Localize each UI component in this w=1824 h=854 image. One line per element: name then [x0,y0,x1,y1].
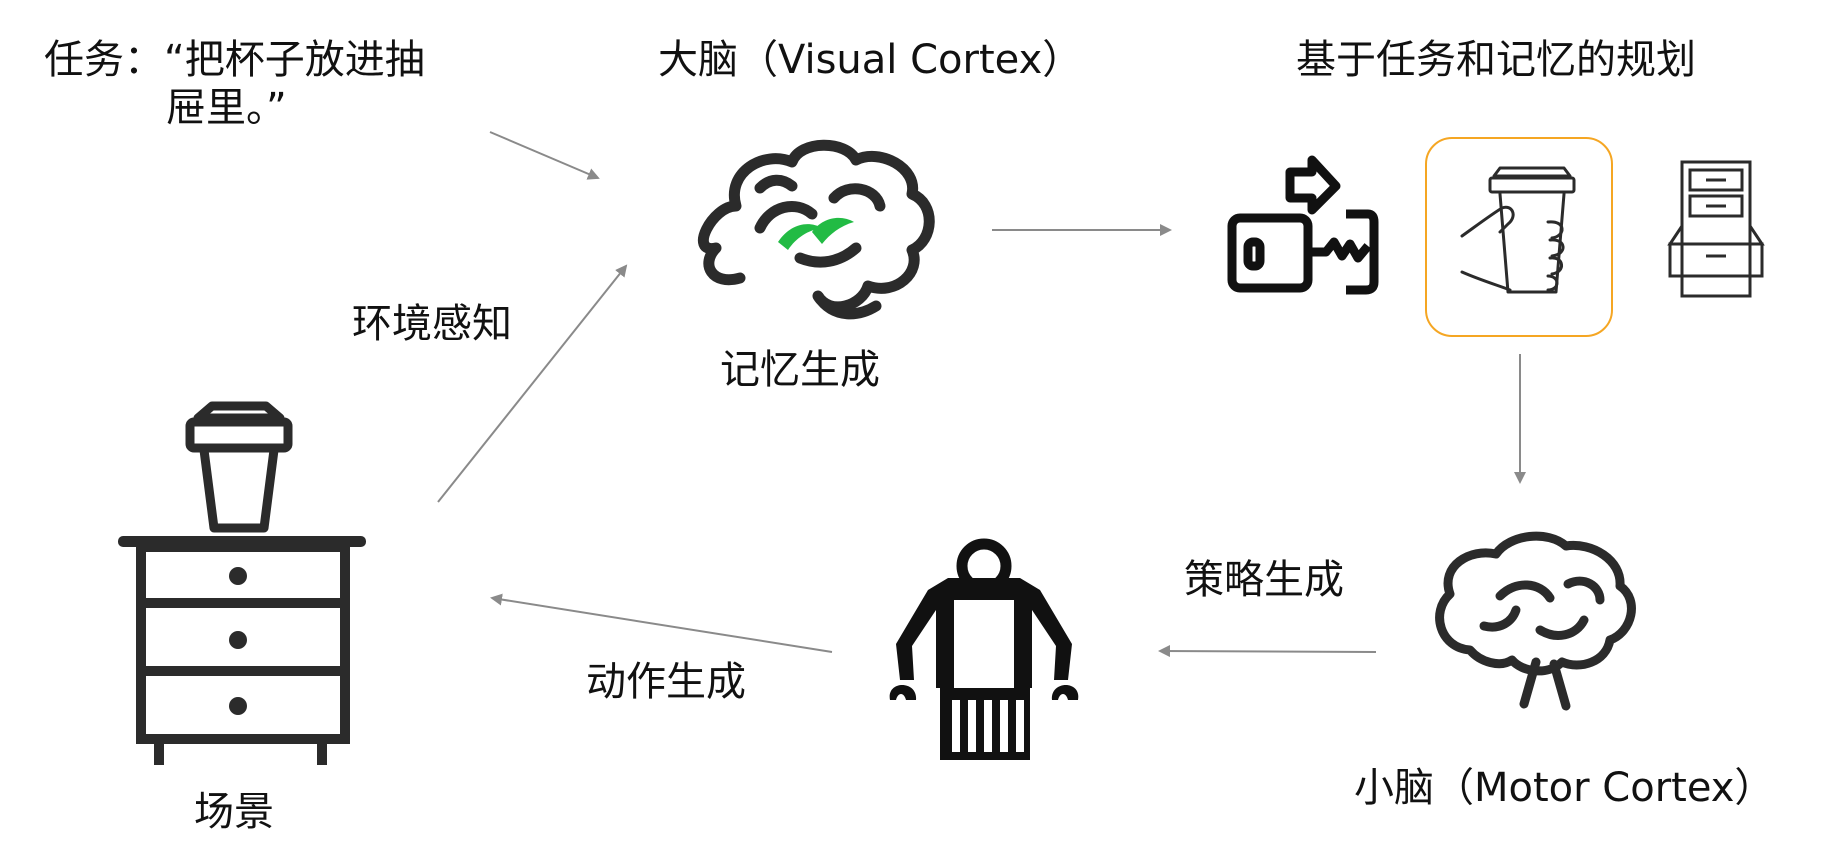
motor-cortex-title: 小脑（Motor Cortex） [1354,765,1775,811]
task-instruction-line1: 任务：“把杯子放进抽 [44,37,425,83]
cerebellum-to-robot-arrow [1158,645,1377,658]
task-instruction-line2: 屉里。” [166,85,287,131]
visual-cortex-title: 大脑（Visual Cortex） [658,37,1083,83]
robot-icon [889,538,1079,760]
scene-to-brain-arrow [437,264,628,503]
cerebellum-brain-icon [1435,531,1636,711]
selected-plan-step-frame [1425,137,1613,337]
memory-generation-label: 记忆生成 [720,347,880,393]
action-generation-label: 动作生成 [586,659,746,705]
policy-generation-label: 策略生成 [1184,557,1344,603]
highlight-region-icon [778,217,854,250]
coffee-cup-icon [185,401,293,533]
robot-to-scene-arrow [490,593,833,653]
drawer-cabinet-icon [1667,160,1765,298]
perception-label: 环境感知 [352,301,512,347]
nightstand-icon [118,536,366,765]
hand-holding-cup-icon [1460,166,1576,294]
scene-label: 场景 [194,789,274,835]
key-icon [1227,155,1379,295]
task-to-brain-arrow [489,131,600,180]
planning-title: 基于任务和记忆的规划 [1296,37,1696,83]
brain-icon [698,139,935,320]
